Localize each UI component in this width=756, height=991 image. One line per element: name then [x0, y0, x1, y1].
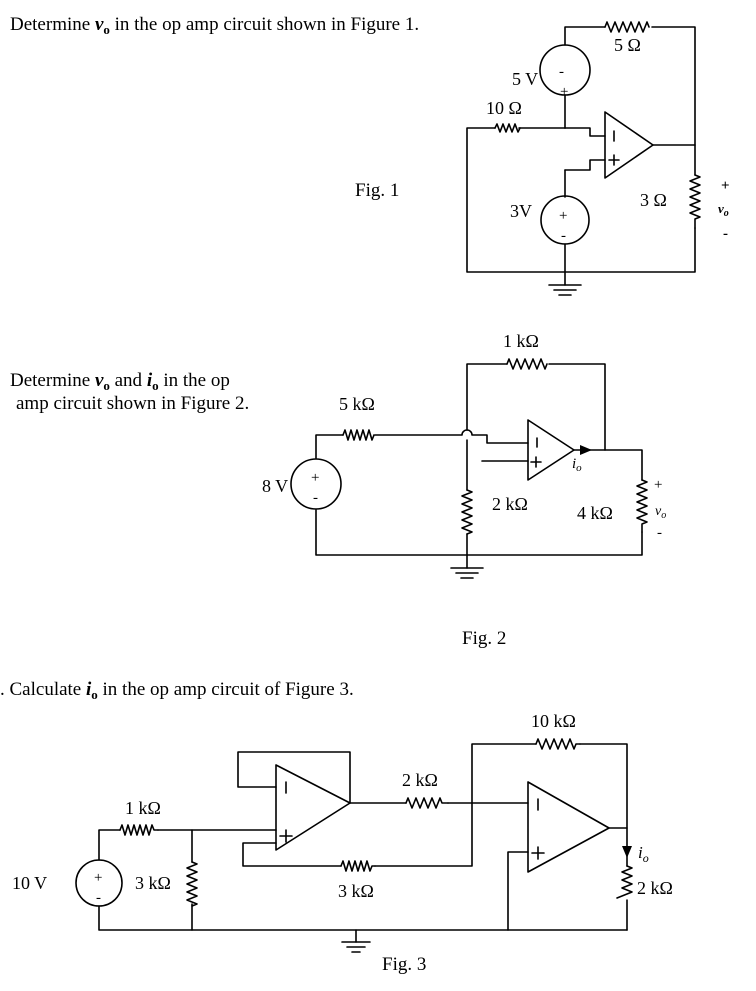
fig3-label-2k-series: 2 kΩ: [402, 770, 438, 790]
fig1-wire-top-right: [651, 26, 696, 146]
fig2-io-label: io: [572, 456, 582, 474]
fig2-label-1k: 1 kΩ: [503, 331, 539, 351]
fig2-src-plus: +: [311, 470, 319, 486]
fig-2-label: Fig. 2: [462, 628, 506, 649]
fig1-source-5v: [539, 44, 591, 96]
problem-2-question-line2: amp circuit shown in Figure 2.: [16, 393, 249, 414]
fig2-wire-feedback-right: [548, 363, 606, 451]
fig1-source-3v: [540, 195, 590, 245]
fig3-label-2k-load: 2 kΩ: [637, 878, 673, 898]
problem-3-question: . Calculate io in the op amp circuit of …: [0, 679, 354, 702]
problem-1-question: Determine vo in the op amp circuit shown…: [10, 14, 419, 37]
fig3-wire-fb-right: [579, 743, 628, 829]
fig1-vo-label: vo: [718, 201, 729, 219]
fig3-source-10v: [75, 859, 123, 907]
fig3-opamp-2: [527, 781, 610, 873]
fig1-resistor-3ohm: [689, 174, 701, 229]
fig1-wire-top-left: [564, 26, 606, 46]
problem-2-question-line1: Determine vo and io in the op: [10, 370, 230, 393]
fig2-wire-feedback-left: [466, 363, 508, 431]
fig3-wire-fb-left: [471, 743, 537, 804]
fig2-resistor-2k: [461, 489, 473, 535]
fig3-resistor-1k: [119, 824, 159, 836]
fig-1-label: Fig. 1: [355, 180, 399, 201]
fig2-wire-to-inv: [374, 429, 529, 444]
fig3-resistor-10k: [535, 738, 581, 750]
fig2-vo-plus: +: [654, 477, 662, 493]
fig3-label-1k: 1 kΩ: [125, 798, 161, 818]
fig2-label-2k: 2 kΩ: [492, 494, 528, 514]
fig-3-label: Fig. 3: [382, 954, 426, 975]
fig3-io-arrow: [622, 846, 632, 858]
figure-1-circuit: [466, 21, 701, 296]
fig3-resistor-2k-load: [616, 865, 633, 899]
figure-3-circuit: [75, 738, 633, 953]
fig2-resistor-5k: [342, 429, 375, 441]
fig3-label-10v: 10 V: [12, 873, 47, 893]
fig3-wire-3k-right: [374, 802, 473, 867]
fig2-wire-ground: [466, 531, 643, 569]
fig3-wire-noninv2: [507, 851, 529, 931]
fig1-vo-minus: -: [723, 226, 728, 242]
figure-2-circuit: [290, 358, 648, 579]
fig3-src-minus: -: [96, 890, 101, 906]
fig2-vo-label: vo: [655, 504, 666, 521]
fig1-src2-plus: +: [559, 208, 567, 224]
fig3-opamp-1: [275, 764, 351, 851]
fig1-wire-noninv: [564, 159, 606, 171]
fig1-resistor-5ohm: [604, 21, 650, 33]
fig2-label-5k: 5 kΩ: [339, 394, 375, 414]
fig3-label-3k-shunt: 3 kΩ: [135, 873, 171, 893]
fig3-wire-3k-left: [242, 842, 342, 867]
fig2-source-8v: [290, 458, 342, 510]
fig2-wire-src-up: [315, 434, 344, 459]
fig1-opamp: [604, 111, 654, 179]
fig1-label-10ohm: 10 Ω: [486, 98, 522, 118]
fig3-resistor-3k-shunt: [186, 861, 198, 907]
fig1-label-5v: 5 V: [512, 69, 538, 89]
fig2-label-4k: 4 kΩ: [577, 503, 613, 523]
fig2-resistor-4k: [636, 479, 648, 533]
fig1-resistor-10ohm: [494, 123, 521, 133]
fig3-wire-follower: [237, 751, 351, 804]
fig1-label-5ohm: 5 Ω: [614, 35, 641, 55]
fig1-vo-plus: +: [721, 178, 730, 194]
fig2-io-arrow: [580, 445, 592, 455]
fig2-opamp: [527, 419, 575, 481]
fig3-label-10k: 10 kΩ: [531, 711, 576, 731]
fig1-src2-minus: -: [561, 228, 566, 244]
fig2-resistor-1k: [506, 358, 548, 370]
fig2-src-minus: -: [313, 490, 318, 506]
fig1-label-3v: 3V: [510, 201, 532, 221]
fig3-io-label: io: [638, 843, 649, 865]
fig1-src1-plus: +: [560, 84, 568, 100]
figure-3-labels: 10 kΩ 2 kΩ 1 kΩ 10 V 3 kΩ 3 kΩ io 2 kΩ +…: [12, 711, 673, 906]
fig3-label-3k-bottom: 3 kΩ: [338, 881, 374, 901]
fig2-vo-minus: -: [657, 525, 662, 541]
fig1-wire-inv: [564, 127, 606, 137]
figure-1-labels: 5 Ω 5 V 10 Ω 3V 3 Ω - + + - + vo -: [486, 35, 730, 244]
fig3-resistor-3k-bottom: [340, 860, 376, 872]
fig3-wire-src-up: [98, 829, 121, 861]
fig3-src-plus: +: [94, 870, 102, 886]
fig3-resistor-2k-series: [405, 797, 449, 809]
fig1-wire-loop: [466, 127, 696, 273]
fig2-wire-src-bottom: [315, 509, 468, 556]
fig1-wire-output: [652, 144, 696, 176]
fig2-wire-output: [573, 449, 643, 481]
fig3-wire-bottom-rail: [98, 905, 628, 931]
figure-2-labels: 1 kΩ 5 kΩ 8 V 2 kΩ 4 kΩ io + - + vo -: [262, 331, 666, 541]
fig2-label-8v: 8 V: [262, 476, 288, 496]
fig1-label-3ohm: 3 Ω: [640, 190, 667, 210]
fig1-src1-minus: -: [559, 64, 564, 80]
